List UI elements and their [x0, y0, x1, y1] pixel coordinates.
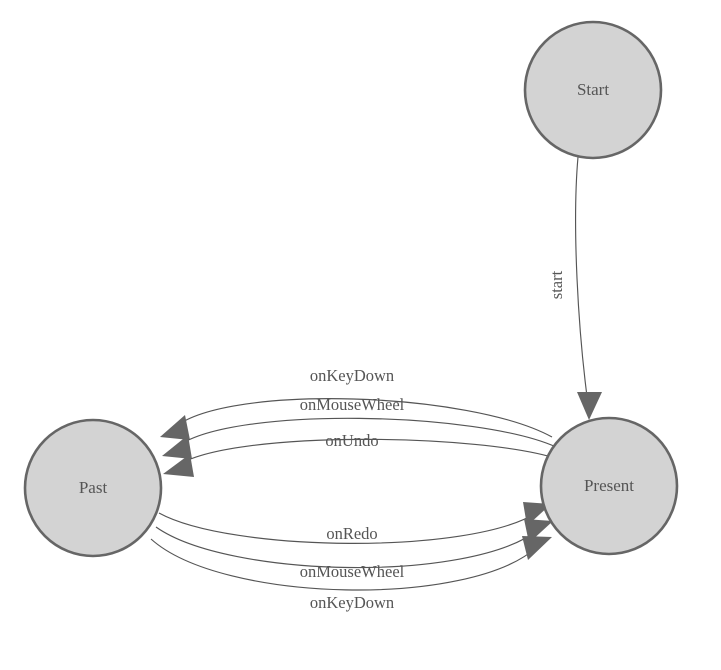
edge-label-past-present-1: onRedo — [326, 524, 377, 543]
arrowhead-start-present — [577, 392, 602, 420]
node-start-label: Start — [577, 80, 609, 99]
arrowhead-present-past-3 — [163, 454, 194, 477]
edge-label-start: start — [547, 270, 566, 299]
edge-present-to-past-onundo[interactable]: onUndo — [163, 431, 559, 477]
edge-label-present-past-2: onMouseWheel — [300, 395, 405, 414]
arrowhead-past-present-3 — [522, 536, 552, 560]
edge-path-present-past-3 — [179, 438, 559, 465]
arrowhead-present-past-1 — [160, 415, 190, 440]
edge-path-past-present-1 — [158, 512, 537, 544]
edge-path-past-present-3 — [150, 538, 538, 591]
edge-start-to-present[interactable]: start — [547, 156, 602, 420]
node-start-circle — [523, 20, 663, 160]
edge-label-present-past-1: onKeyDown — [310, 366, 394, 385]
edge-label-present-past-3: onUndo — [325, 431, 378, 450]
edge-present-to-past-onmousewheel[interactable]: onMouseWheel — [162, 395, 557, 459]
edge-path-present-past-1 — [174, 398, 553, 438]
node-start[interactable]: Start — [523, 20, 663, 160]
edge-label-past-present-3: onKeyDown — [310, 593, 394, 612]
node-past[interactable]: Past — [23, 418, 163, 558]
edge-present-to-past-onkeydown[interactable]: onKeyDown — [160, 366, 553, 440]
edge-label-past-present-2: onMouseWheel — [300, 562, 405, 581]
node-past-circle — [23, 418, 163, 558]
node-present-circle — [539, 416, 679, 556]
edge-past-to-present-onredo[interactable]: onRedo — [158, 502, 551, 544]
edge-past-to-present-onkeydown[interactable]: onKeyDown — [150, 536, 552, 612]
arrowhead-present-past-2 — [162, 435, 192, 459]
node-present-label: Present — [584, 476, 634, 495]
edge-path-start-present — [575, 156, 589, 405]
node-past-label: Past — [79, 478, 108, 497]
edge-path-past-present-2 — [155, 526, 539, 569]
edge-path-present-past-2 — [177, 417, 557, 448]
node-present[interactable]: Present — [539, 416, 679, 556]
